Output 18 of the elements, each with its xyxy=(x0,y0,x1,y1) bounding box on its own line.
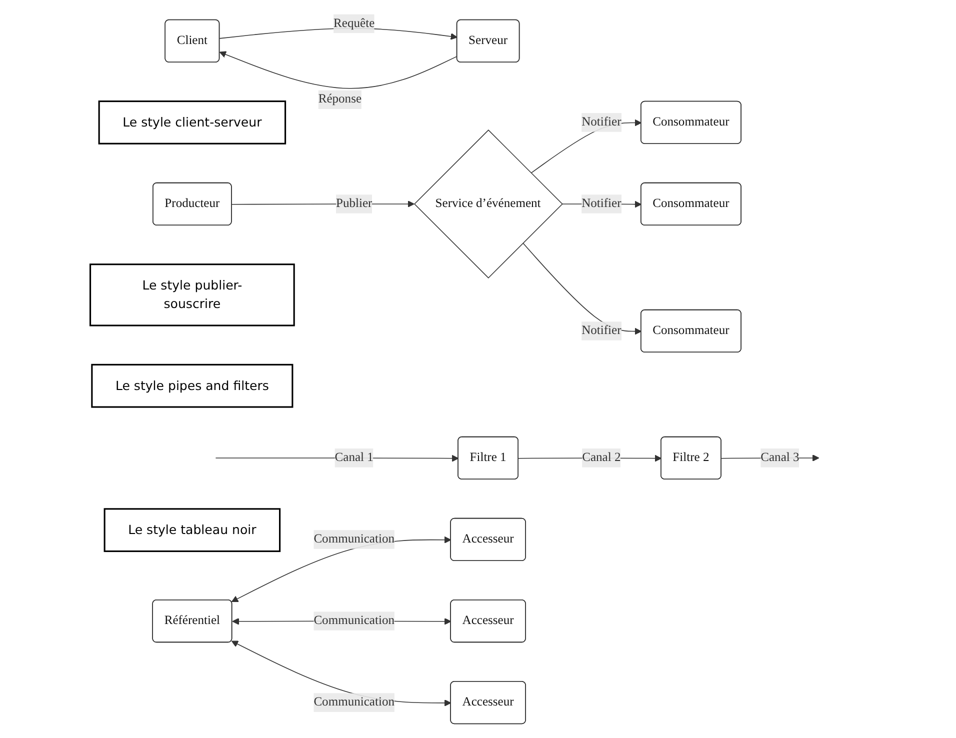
edge-label: Publier xyxy=(336,196,372,210)
edge-label: Requête xyxy=(333,16,375,30)
node-box: Le style pipes and filters xyxy=(91,364,294,408)
node-box: Le style tableau noir xyxy=(104,508,280,552)
edge-label: Communication xyxy=(314,695,394,709)
node-box: Le style publier-souscrire xyxy=(89,264,295,326)
edge-label: Communication xyxy=(314,614,394,628)
edge-label: Canal 2 xyxy=(582,450,621,464)
arrow xyxy=(219,51,458,89)
edge-label: Notifier xyxy=(581,324,622,338)
edge-label: Canal 3 xyxy=(760,450,800,464)
node-diamond: Service d’événement xyxy=(414,130,563,278)
edge-label: Réponse xyxy=(318,92,362,106)
node-box: Le style client-serveur xyxy=(98,100,286,144)
edge-label: Notifier xyxy=(581,196,622,210)
edge-label: Communication xyxy=(314,532,394,546)
edge-label: Canal 1 xyxy=(334,450,374,464)
edge-label: Notifier xyxy=(581,115,622,129)
